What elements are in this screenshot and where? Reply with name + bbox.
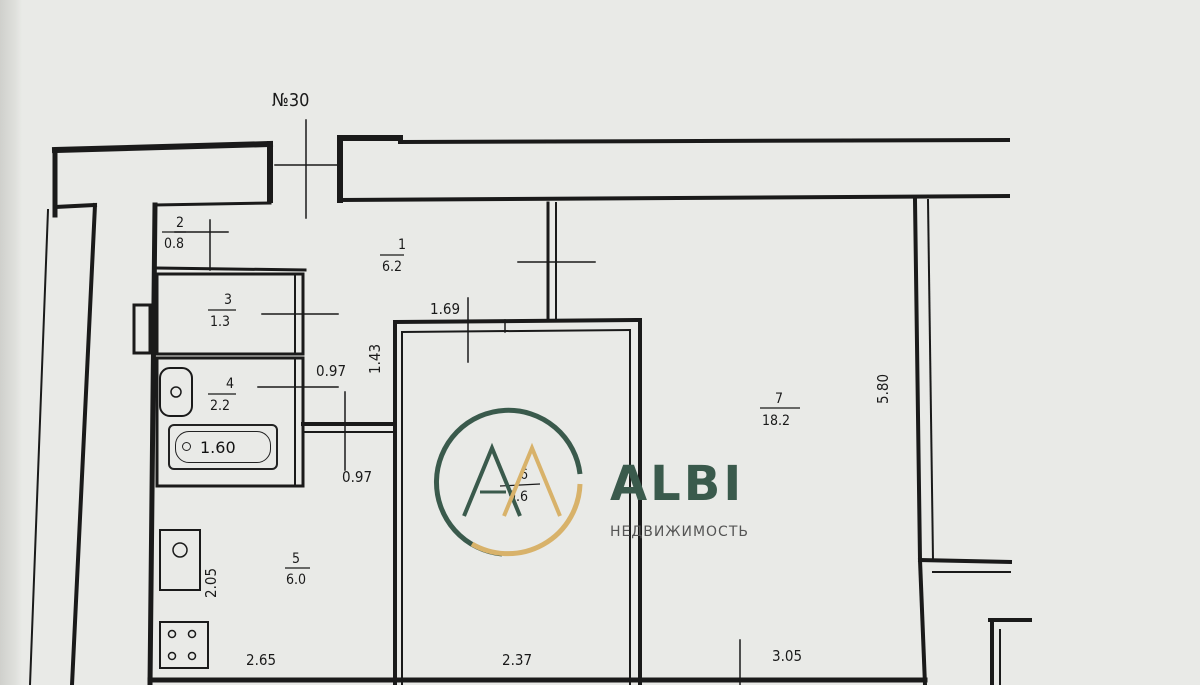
dimension-3-05: 3.05 (772, 647, 803, 665)
bathtub-inner (175, 431, 271, 463)
dimension-1-69: 1.69 (430, 300, 461, 318)
dimension-5-80: 5.80 (874, 373, 892, 404)
dimension-2-37: 2.37 (502, 651, 533, 669)
wall (337, 193, 1011, 203)
room-5-number: 5 (292, 551, 301, 567)
dimension-0-97-bottom: 0.97 (342, 468, 373, 486)
apartment-number: №30 (272, 90, 310, 111)
room-5-area: 6.0 (286, 572, 307, 588)
room-7-number: 7 (775, 391, 784, 407)
room-4-number: 4 (226, 376, 235, 392)
room-3-area: 1.3 (210, 314, 231, 330)
room-7-area: 18.2 (762, 413, 791, 429)
dimension-2-05: 2.05 (202, 567, 220, 598)
paper-edge (0, 0, 22, 685)
room-2-area: 0.8 (164, 236, 185, 252)
brand-subtitle: НЕДВИЖИМОСТЬ (610, 524, 749, 540)
wall (51, 140, 274, 154)
drain-icon (182, 442, 191, 451)
bathtub: 1.60 (168, 424, 278, 470)
room-3-number: 3 (224, 292, 233, 308)
dimension-0-97-top: 0.97 (316, 362, 347, 380)
albi-logo-icon (433, 407, 583, 557)
bathtub-size: 1.60 (200, 438, 236, 457)
room-1-area: 6.2 (382, 259, 403, 275)
room-1-number: 1 (398, 237, 407, 253)
room-2-number: 2 (176, 215, 185, 231)
dimension-1-43: 1.43 (366, 343, 384, 374)
brand-name: ALBI (610, 456, 745, 512)
dimension-2-65: 2.65 (246, 651, 277, 669)
room-6-number: 6 (520, 467, 529, 483)
room-4-area: 2.2 (210, 398, 231, 414)
wall (397, 137, 1011, 145)
